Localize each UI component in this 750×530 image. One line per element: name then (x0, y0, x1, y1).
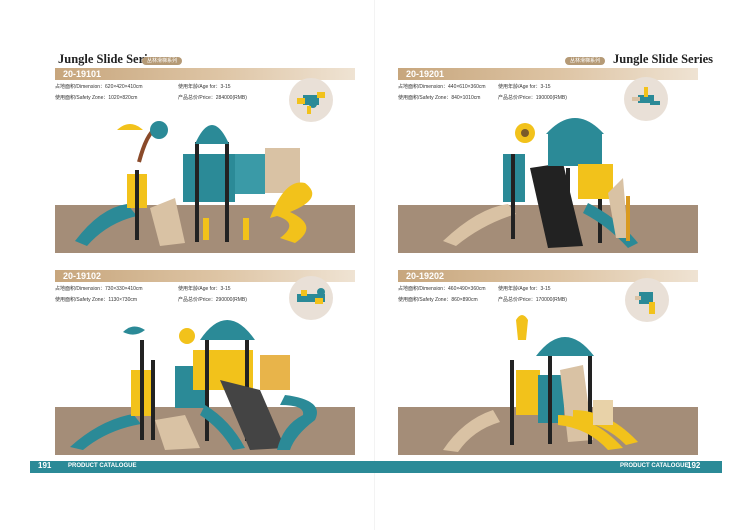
product-safety-zone: 使用面积/Safety Zone：1130×730cm (55, 297, 138, 303)
right-series-title: Jungle Slide Series (613, 52, 714, 66)
product-card: 20-19102 占地面积/Dimension：730×330×410cm 使用… (55, 270, 355, 460)
footer-bar: 191 PRODUCT CATALOGUE PRODUCT CATALOGUE … (30, 461, 722, 473)
product-code-bar: 20-19201 (398, 68, 698, 80)
product-price: 产品总价/Price：290000(RMB) (178, 297, 247, 303)
top-view-thumbnail (289, 78, 333, 122)
product-dimension: 占地面积/Dimension：730×330×410cm (55, 286, 143, 292)
product-dimension: 占地面积/Dimension：460×490×360cm (398, 286, 486, 292)
product-code-bar: 20-19102 (55, 270, 355, 282)
product-code-bar: 20-19202 (398, 270, 698, 282)
product-code: 20-19101 (63, 69, 102, 79)
product-card: 20-19202 占地面积/Dimension：460×490×360cm 使用… (398, 270, 698, 460)
product-price: 产品总价/Price：190000(RMB) (498, 95, 567, 101)
product-price: 产品总价/Price：284000(RMB) (178, 95, 247, 101)
top-view-thumbnail (624, 77, 668, 121)
product-safety-zone: 使用面积/Safety Zone：1020×820cm (55, 95, 138, 101)
top-view-thumbnail (289, 276, 333, 320)
product-code: 20-19102 (63, 271, 102, 281)
page-gutter (374, 0, 375, 530)
product-safety-zone: 使用面积/Safety Zone：840×1010cm (398, 95, 481, 101)
left-series-title: Jungle Slide Series (58, 52, 159, 66)
product-dimension: 占地面积/Dimension：620×420×410cm (55, 84, 143, 90)
product-render (55, 108, 355, 253)
product-price: 产品总价/Price：170000(RMB) (498, 297, 567, 303)
product-age: 使用年龄/Age for：3-15 (178, 286, 231, 292)
left-footer-label: PRODUCT CATALOGUE (68, 463, 137, 469)
playground-illustration (75, 121, 313, 246)
right-footer-label: PRODUCT CATALOGUE (620, 463, 689, 469)
product-code: 20-19201 (406, 69, 445, 79)
product-card: 20-19201 占地面积/Dimension：440×610×360cm 使用… (398, 68, 698, 258)
playground-illustration (443, 118, 638, 248)
product-render (55, 310, 355, 455)
left-page-number: 191 (38, 461, 52, 470)
product-safety-zone: 使用面积/Safety Zone：860×890cm (398, 297, 478, 303)
product-render (398, 310, 698, 455)
product-code: 20-19202 (406, 271, 445, 281)
product-age: 使用年龄/Age for：3-15 (498, 286, 551, 292)
product-dimension: 占地面积/Dimension：440×610×360cm (398, 84, 486, 90)
left-series-badge: 丛林滑梯系列 (142, 57, 183, 65)
product-code-bar: 20-19101 (55, 68, 355, 80)
right-series-badge: 丛林滑梯系列 (565, 57, 606, 65)
product-age: 使用年龄/Age for：3-15 (498, 84, 551, 90)
product-render (398, 108, 698, 253)
playground-illustration (70, 320, 317, 450)
product-card: 20-19101 占地面积/Dimension：620×420×410cm 使用… (55, 68, 355, 258)
top-view-thumbnail (625, 278, 669, 322)
product-age: 使用年龄/Age for：3-15 (178, 84, 231, 90)
right-page-number: 192 (687, 461, 701, 470)
playground-illustration (443, 315, 638, 452)
